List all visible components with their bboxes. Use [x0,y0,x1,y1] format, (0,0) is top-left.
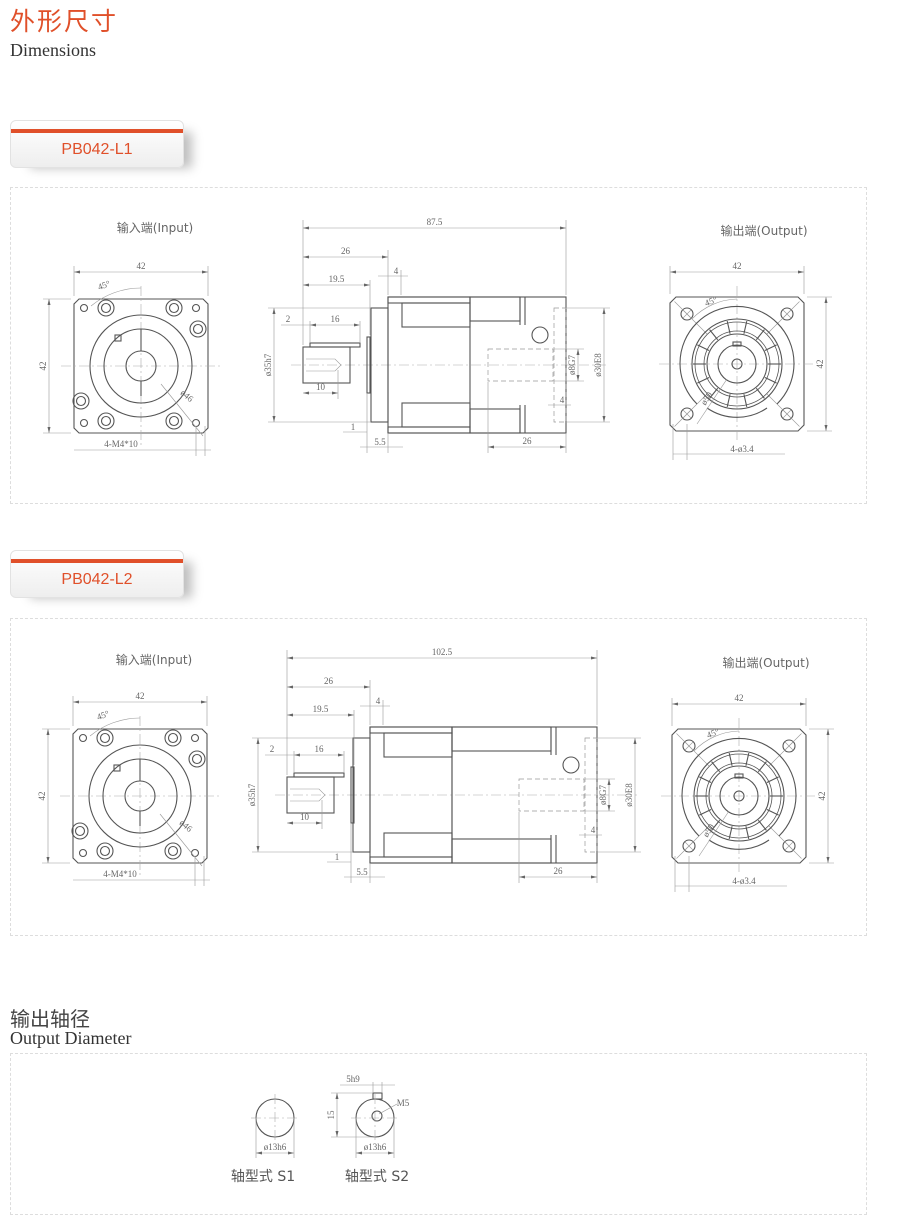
output-width-dim: 42 [735,693,744,703]
dim-19-5: 19.5 [329,274,345,284]
dim-19-5: 19.5 [313,704,329,714]
output-pcd-dim: ø50 [701,822,717,839]
output-height-dim: 42 [815,360,825,369]
bore-diameter-dim: ø8G7 [598,785,608,805]
shaft-diameter-dim: ø35h7 [263,353,273,376]
shaft-diameter-dim: ø35h7 [247,783,257,806]
input-width-dim: 42 [137,261,146,271]
input-holes-dim: 4-M4*10 [103,869,137,879]
bore-diameter-dim: ø8G7 [567,355,577,375]
page-title: 外形尺寸 [10,7,119,36]
output-end-view: 输出端(Output) 42 42 45° ø50 4-ø3.4 [661,655,834,892]
output-26-dim: 26 [554,866,564,876]
output-holes-dim: 4-ø3.4 [732,876,756,886]
input-height-dim: 42 [38,362,48,371]
tab-pb042-l2[interactable]: PB042-L2 [10,550,184,598]
input-angle-dim: 45° [95,708,111,722]
dim-4-bottom: 4 [591,825,596,835]
s1-caption: 轴型式 S1 [231,1169,295,1185]
dim-2: 2 [286,314,291,324]
dim-16: 16 [315,744,325,754]
dim-26: 26 [324,676,334,686]
tab-accent-bar [11,559,183,563]
s1-diameter-dim: ø13h6 [264,1142,287,1152]
dim-5-5: 5.5 [356,867,368,877]
dim-10: 10 [316,382,326,392]
side-view: 102.5 26 19.5 4 2 16 ø35h7 10 1 5.5 26 4 ø8G7 ø30E8 [247,647,641,883]
tab-label: PB042-L2 [61,571,133,588]
dim-4-bottom: 4 [560,395,565,405]
side-view: 87.5 26 19.5 4 2 16 ø35h7 10 1 5.5 26 4 ø8G7 ø30E8 [263,217,610,453]
section-title: 输出轴径 [10,1007,90,1031]
dim-5-5: 5.5 [374,437,386,447]
s2-thread-dim: M5 [397,1098,410,1108]
dim-1: 1 [351,422,356,432]
dim-2: 2 [270,744,275,754]
tab-accent-bar [11,129,183,133]
input-height-dim: 42 [37,792,47,801]
pilot-diameter-dim: ø30E8 [593,353,603,377]
output-view-title: 输出端(Output) [722,655,809,670]
output-26-dim: 26 [523,436,533,446]
output-pcd-dim: ø50 [699,390,715,407]
s2-key-dim: 5h9 [346,1074,360,1084]
dim-1: 1 [335,852,340,862]
tab-pb042-l1[interactable]: PB042-L1 [10,120,184,168]
output-width-dim: 42 [733,261,742,271]
output-angle-dim: 45° [703,294,719,308]
dim-16: 16 [331,314,341,324]
dim-4-top: 4 [394,266,399,276]
output-holes-dim: 4-ø3.4 [730,444,754,454]
input-angle-dim: 45° [96,278,112,292]
drawing-panel-l2 [10,618,867,936]
s2-caption: 轴型式 S2 [345,1169,409,1185]
input-pcd-dim: ø46 [179,388,196,405]
shaft-sections: ø13h6 轴型式 S1 5h9 15 M5 ø13h6 轴型式 S2 [231,1074,410,1185]
output-view-title: 输出端(Output) [720,223,807,238]
input-end-view: 输入端(Input) 42 42 45° ø46 4-M4*10 [37,652,220,886]
page-subtitle: Dimensions [10,40,97,60]
input-holes-dim: 4-M4*10 [104,439,138,449]
input-pcd-dim: ø46 [178,818,195,835]
pilot-diameter-dim: ø30E8 [624,783,634,807]
tab-label: PB042-L1 [61,141,133,158]
output-height-dim: 42 [817,792,827,801]
dim-10: 10 [300,812,310,822]
input-view-title: 输入端(Input) [116,652,192,667]
drawing-panel-l1 [10,187,867,504]
input-end-view: 输入端(Input) 42 42 45° ø46 4-M4*10 [38,220,221,456]
output-angle-dim: 45° [705,726,721,740]
input-view-title: 输入端(Input) [117,220,193,235]
overall-length-dim: 87.5 [427,217,443,227]
overall-length-dim: 102.5 [432,647,453,657]
dim-4-top: 4 [376,696,381,706]
section-subtitle: Output Diameter [10,1028,132,1048]
dim-26: 26 [341,246,351,256]
input-width-dim: 42 [136,691,145,701]
s2-diameter-dim: ø13h6 [364,1142,387,1152]
output-end-view: 输出端(Output) 42 42 45° ø50 4-ø3.4 [659,223,832,460]
s2-height-dim: 15 [326,1110,336,1120]
